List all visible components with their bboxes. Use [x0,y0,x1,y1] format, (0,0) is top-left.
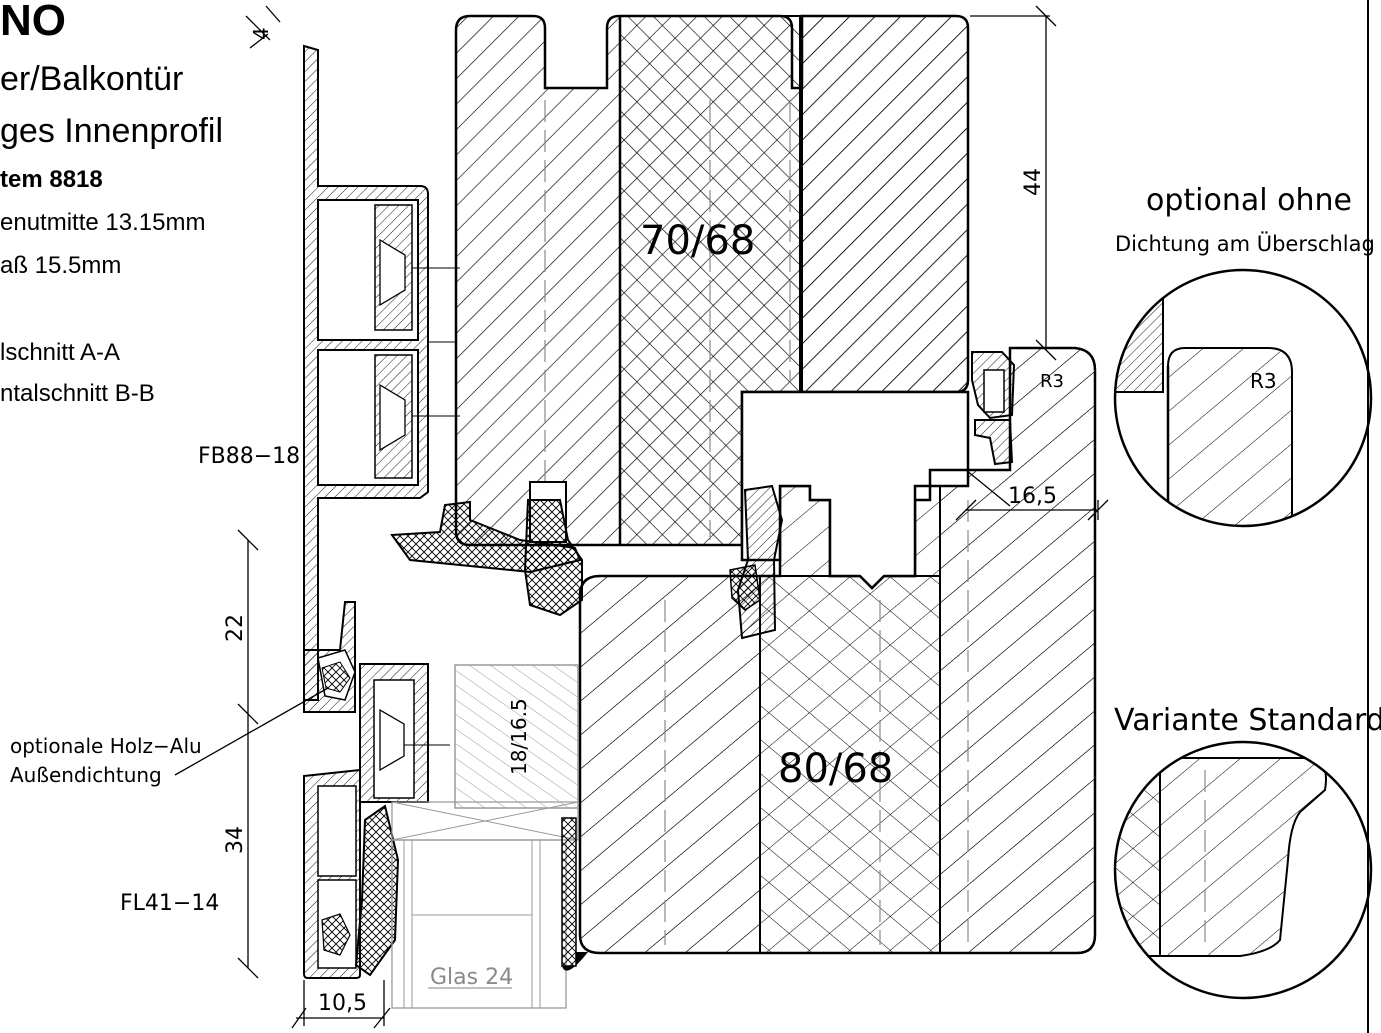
title-line-3: ges Innenprofil [0,112,224,150]
radius-main-label: R3 [1040,371,1064,392]
sash-profile [454,14,970,547]
seal-note-line-1: optionale Holz−Alu [10,734,202,758]
dim-16-5-label: 16,5 [1008,484,1057,509]
title-line-2: er/Balkontür [0,60,184,98]
seal-note-line-2: Außendichtung [10,763,162,787]
title-line-1: NO [0,0,66,45]
dim-22-label: 22 [223,614,248,642]
dimension-lines [174,5,1109,1029]
frame-section-label: 80/68 [778,746,893,792]
profile-fb-label: FB88−18 [198,444,300,469]
glass-pane [391,817,588,1009]
drawing-labels: 70/68 80/68 18/16.5 FB88−18 FL41−14 Glas… [10,27,1064,1016]
detail-optional-title-2: Dichtung am Überschlag [1115,231,1375,256]
detail-optional: optional ohne Dichtung am Überschlag R3 [1113,183,1375,528]
glazing-bead [391,664,579,841]
title-line-8: ntalschnitt B-B [0,380,155,407]
radius-detail-label: R3 [1250,369,1277,393]
dim-34-label: 34 [223,826,248,854]
dim-10-5-label: 10,5 [318,991,367,1016]
title-block: NO er/Balkontür ges Innenprofil tem 8818… [0,0,300,420]
sash-section-label: 70/68 [640,218,755,264]
dim-4-label: 4 [249,27,273,40]
title-line-4: tem 8818 [0,166,103,193]
frame-profile [578,346,1097,955]
title-line-5: enutmitte 13.15mm [0,209,206,236]
alu-cladding [303,44,583,979]
title-line-7: lschnitt A-A [0,339,121,366]
detail-optional-title-1: optional ohne [1146,183,1352,218]
detail-standard-title: Variante Standard [1114,703,1381,738]
rebate-seals [729,351,1016,640]
bead-section-label: 18/16.5 [507,698,531,775]
profile-fl-label: FL41−14 [120,891,219,916]
glass-label: Glas 24 [430,965,513,990]
dim-44-label: 44 [1021,168,1046,196]
detail-standard: Variante Standard [1113,703,1381,1000]
title-line-6: aß 15.5mm [0,252,122,279]
